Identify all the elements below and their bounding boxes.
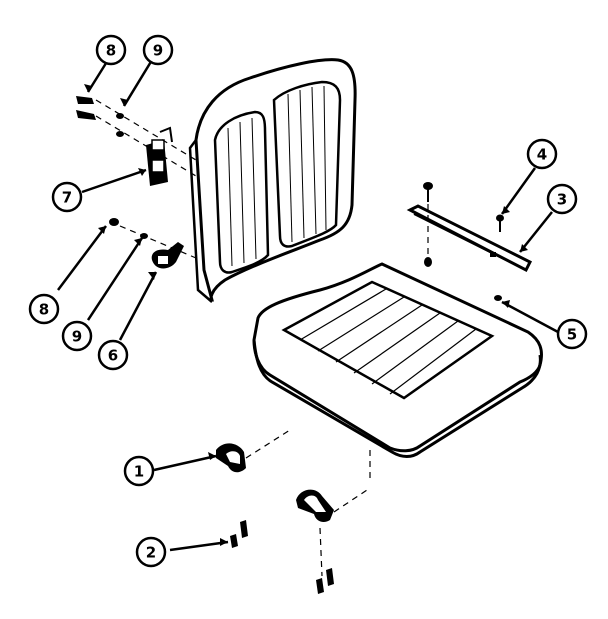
svg-text:9: 9 bbox=[72, 328, 82, 346]
svg-text:3: 3 bbox=[557, 191, 567, 209]
callout-6: 6 bbox=[97, 339, 129, 371]
bottom-screws bbox=[316, 568, 334, 594]
seat-back bbox=[188, 58, 357, 303]
svg-text:2: 2 bbox=[146, 544, 156, 562]
callout-8-top: 8 bbox=[95, 34, 127, 66]
rail-screw-left bbox=[423, 182, 433, 202]
hinge-bracket-lower bbox=[151, 242, 184, 269]
svg-text:5: 5 bbox=[567, 326, 577, 344]
rail-screw-right bbox=[496, 214, 504, 232]
svg-text:4: 4 bbox=[537, 146, 547, 164]
leader-lines bbox=[57, 59, 559, 552]
svg-text:1: 1 bbox=[134, 463, 144, 481]
svg-text:8: 8 bbox=[39, 301, 49, 319]
nut-5 bbox=[494, 295, 502, 301]
svg-text:6: 6 bbox=[108, 347, 118, 365]
callout-7: 7 bbox=[51, 181, 83, 213]
callout-1: 1 bbox=[123, 455, 155, 487]
callout-5: 5 bbox=[556, 318, 588, 350]
svg-text:8: 8 bbox=[106, 42, 116, 60]
assembly-lines bbox=[95, 99, 429, 577]
callout-9-top: 9 bbox=[142, 34, 174, 66]
callout-8-bottom: 8 bbox=[28, 293, 60, 325]
washer-9-top bbox=[116, 113, 124, 137]
callout-2: 2 bbox=[135, 536, 167, 568]
seat-cushion bbox=[252, 262, 543, 458]
mounting-clip-right bbox=[296, 489, 334, 522]
svg-text:7: 7 bbox=[62, 189, 72, 207]
cushion-insert bbox=[424, 257, 432, 267]
bolt-8-bottom bbox=[109, 218, 119, 226]
mounting-clip-left bbox=[216, 443, 246, 473]
hinge-bracket-upper bbox=[146, 126, 173, 186]
callout-3: 3 bbox=[546, 183, 578, 215]
mounting-rail bbox=[406, 204, 533, 273]
callout-4: 4 bbox=[526, 138, 558, 170]
bolt-8-top bbox=[76, 96, 96, 120]
screw-2 bbox=[230, 520, 248, 548]
leader-arrowheads bbox=[84, 84, 528, 546]
callout-9-bottom: 9 bbox=[61, 320, 93, 352]
svg-text:9: 9 bbox=[153, 42, 163, 60]
